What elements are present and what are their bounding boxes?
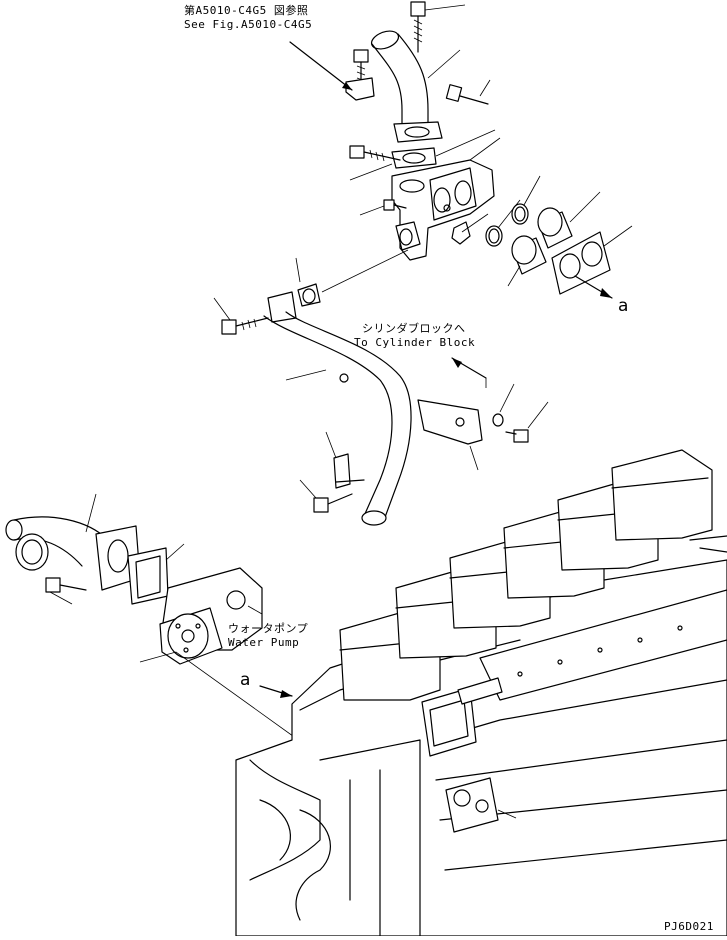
gasket-upper [391,129,496,169]
top-bolt [410,1,466,53]
ref-label-en: See Fig.A5010-C4G5 [184,18,313,31]
thermostat-gasket [551,225,633,295]
cylinder-callout [451,357,487,388]
bracket-bolt [345,49,375,101]
pipe-clamp [325,431,365,489]
drawing-code: PJ6D021 [664,920,714,933]
side-bolt-right [445,79,491,105]
drain-cock [451,213,489,245]
pump-leader [139,651,305,745]
block-pump-mount [445,777,517,833]
cylinder-label-jp: シリンダブロックへ [362,322,466,335]
cylinder-label-en: To Cylinder Block [354,336,476,349]
ref-label-jp: 第A5010-C4G5 図参照 [184,4,309,17]
inlet-elbow [5,493,141,591]
arrow-to-a-bottom [259,685,293,698]
seal-rings [485,175,541,247]
long-bolt-left [349,145,401,181]
pipe-bracket [417,399,483,471]
housing-small-bolt [359,199,407,216]
thermostats [507,191,601,287]
arrow-to-a-top [574,275,613,299]
gasket-small [295,249,409,307]
rocker-covers [339,449,713,701]
water-pump [159,567,263,665]
pipe-flange-bolt [213,297,269,335]
inlet-bolt [45,577,87,605]
marker-a-bottom: a [240,670,251,690]
pump-label-jp: ウォータポンプ [228,622,309,635]
pump-label-en: Water Pump [228,636,300,649]
thermostat-housing [391,137,501,261]
right-edge-detail [689,535,727,553]
clamp-bolt [299,479,353,513]
outlet-elbow-pipe [370,30,461,143]
block-outlet-port [421,677,503,757]
ref-leader [289,41,353,91]
bracket-washer [492,383,515,427]
water-pipe [263,291,412,526]
marker-a-top: a [618,296,629,316]
bracket-bolt-right [505,401,549,443]
